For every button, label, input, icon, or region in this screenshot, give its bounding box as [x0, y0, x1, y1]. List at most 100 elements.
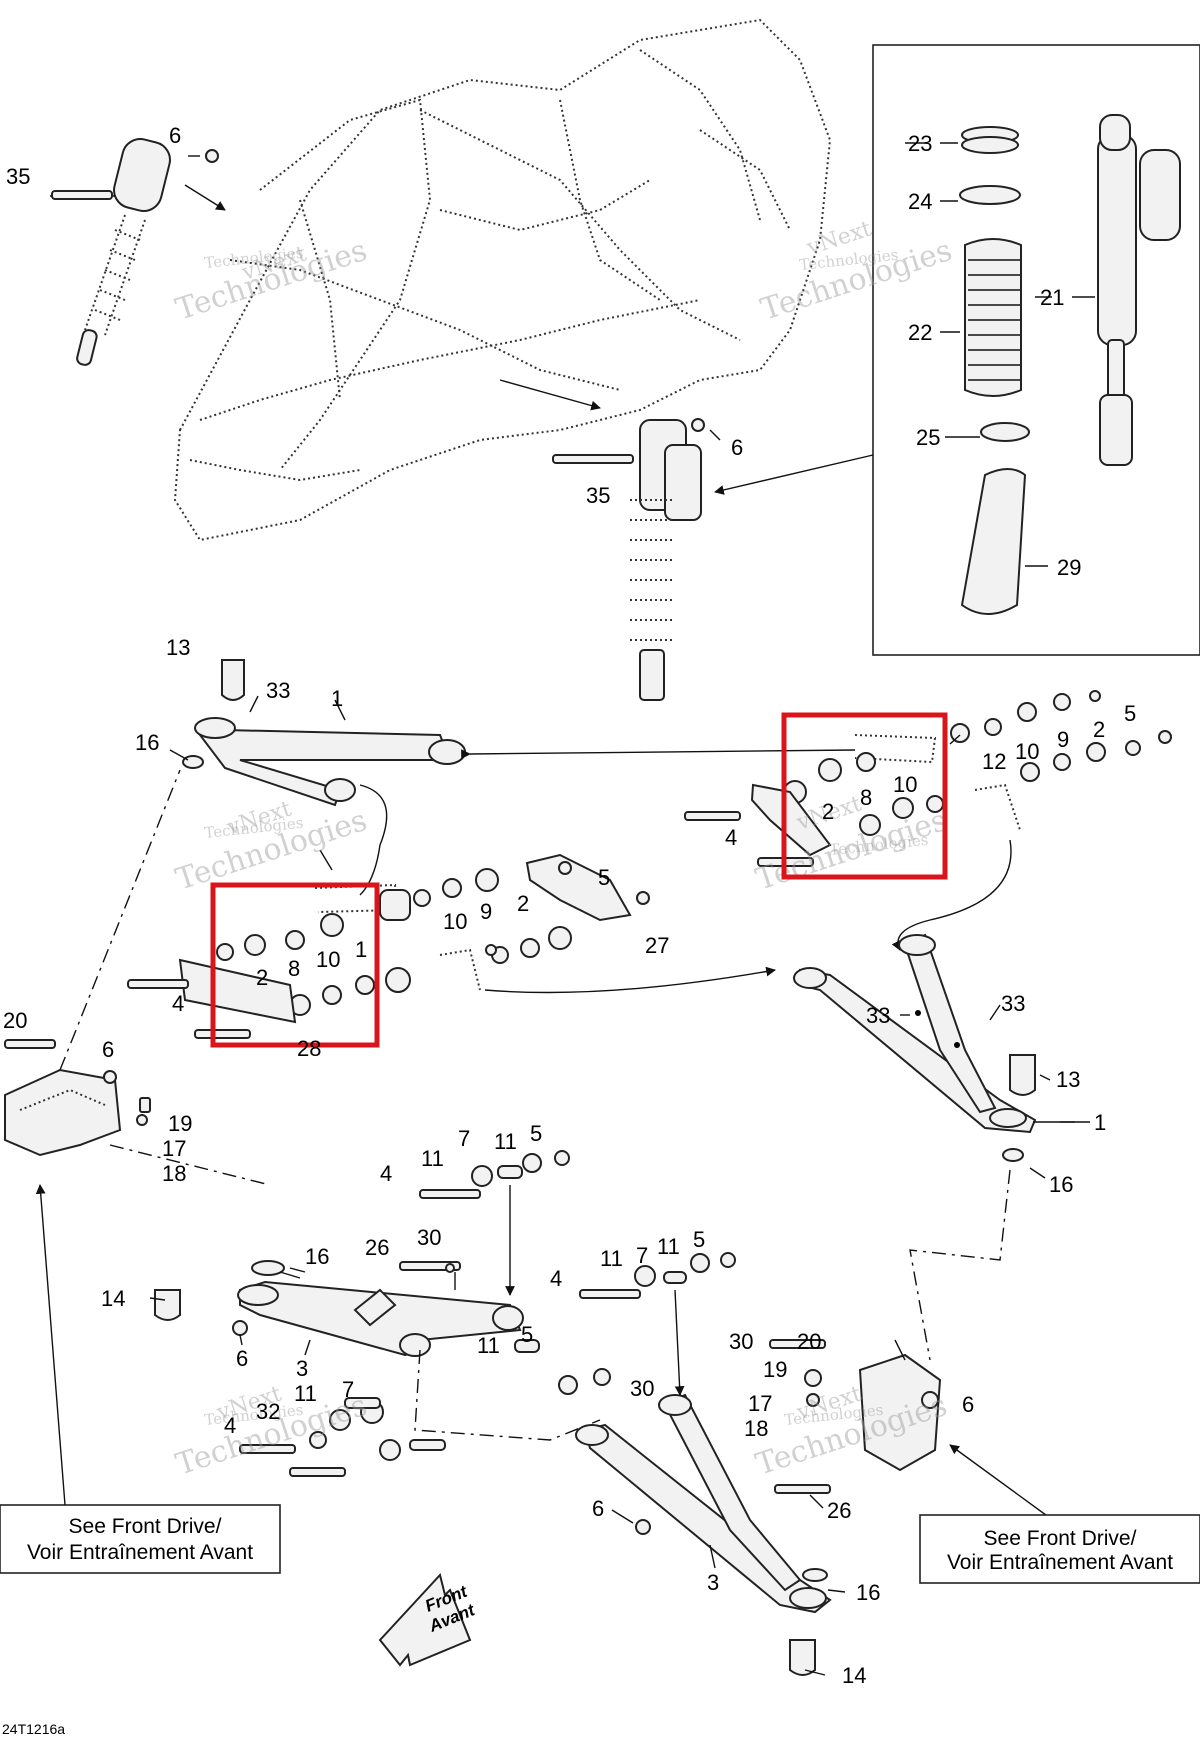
upper-right-a-arm [793, 933, 1090, 1162]
callout-label: 1 [355, 937, 367, 962]
callout-numbers: 35 6 23 24 22 21 25 29 6 35 13 33 1 16 5… [3, 123, 1136, 1688]
callout-label: 5 [530, 1121, 542, 1146]
highlight-box-upper [781, 712, 948, 880]
callout-label: 6 [169, 123, 181, 148]
callout-label: 13 [166, 635, 190, 660]
callout-label: 33 [1001, 991, 1025, 1016]
diagram-code: 24T1216a [2, 1721, 65, 1737]
callout-label: 5 [693, 1227, 705, 1252]
callout-label: 6 [962, 1392, 974, 1417]
vehicle-frame-drawing [173, 18, 832, 542]
callout-label: 10 [1015, 739, 1039, 764]
callout-label: 11 [657, 1234, 680, 1259]
callout-label: 7 [458, 1126, 470, 1151]
highlight-box-lower [210, 882, 380, 1048]
callout-label: 12 [982, 749, 1006, 774]
callout-label: 2 [517, 891, 529, 916]
callout-label: 19 [168, 1111, 192, 1136]
callout-label: 16 [856, 1580, 880, 1605]
front-direction-arrow: Front Avant [378, 1572, 479, 1667]
callout-label: 5 [521, 1322, 533, 1347]
callout-label: 18 [162, 1161, 186, 1186]
callout-label: 4 [725, 825, 737, 850]
callout-label: 6 [102, 1037, 114, 1062]
callout-label: 11 [494, 1129, 517, 1154]
callout-label: 32 [256, 1399, 280, 1424]
callout-label: 1 [1094, 1110, 1106, 1135]
note-left-line2: Voir Entraînement Avant [27, 1541, 253, 1564]
callout-label: 4 [550, 1266, 562, 1291]
callout-label: 6 [731, 435, 743, 460]
callout-label: 33 [266, 678, 290, 703]
callout-label: 11 [477, 1333, 500, 1358]
callout-label: 4 [380, 1161, 392, 1186]
callout-label: 4 [224, 1413, 236, 1438]
callout-label: 11 [421, 1146, 444, 1171]
rear-left-shock-absorber [50, 138, 226, 366]
callout-label: 5 [598, 865, 610, 890]
callout-label: 10 [316, 947, 340, 972]
lower-right-a-arm [514, 1169, 1051, 1676]
callout-label: 24 [908, 189, 932, 214]
note-left-line1: See Front Drive/ [69, 1515, 222, 1538]
callout-label: 5 [1124, 701, 1136, 726]
callout-label: 25 [916, 425, 940, 450]
left-knuckle-assembly [4, 769, 271, 1186]
callout-label: 35 [586, 483, 610, 508]
callout-label: 17 [162, 1136, 186, 1161]
front-shock-absorber [499, 379, 721, 701]
lower-left-hardware [239, 1397, 446, 1477]
callout-label: 30 [417, 1225, 441, 1250]
callout-label: 16 [1049, 1172, 1073, 1197]
callout-label: 2 [1093, 717, 1105, 742]
callout-label: 8 [288, 956, 300, 981]
callout-label: 14 [842, 1663, 866, 1688]
callout-label: 2 [822, 799, 834, 824]
note-right-line2: Voir Entraînement Avant [947, 1551, 1173, 1574]
callout-label: 16 [305, 1244, 329, 1269]
note-right: See Front Drive/ Voir Entraînement Avant [919, 1514, 1200, 1584]
callout-label: 11 [294, 1381, 317, 1406]
callout-label: 1 [331, 686, 343, 711]
callout-label: 10 [443, 909, 467, 934]
callout-label: 21 [1040, 285, 1064, 310]
callout-label: 26 [365, 1235, 389, 1260]
lower-left-bushing-stack [127, 853, 776, 1039]
callout-label: 10 [893, 772, 917, 797]
callout-label: 20 [3, 1008, 27, 1033]
watermark-text: Technologies [757, 233, 957, 328]
callout-label: 9 [480, 899, 492, 924]
callout-label: 17 [748, 1391, 772, 1416]
callout-label: 6 [592, 1496, 604, 1521]
shock-components-inset [714, 44, 1200, 656]
callout-label: 19 [763, 1357, 787, 1382]
callout-label: 9 [1057, 727, 1069, 752]
callout-label: 18 [744, 1416, 768, 1441]
callout-label: 22 [908, 320, 932, 345]
callout-label: 14 [101, 1286, 125, 1311]
callout-label: 11 [600, 1246, 623, 1271]
lower-left-a-arm [154, 1150, 601, 1441]
upper-right-bushing-stack [684, 690, 1172, 951]
callout-label: 13 [1056, 1067, 1080, 1092]
callout-label: 7 [636, 1243, 648, 1268]
callout-label: 27 [645, 933, 669, 958]
callout-label: 26 [827, 1498, 851, 1523]
callout-label: 2 [256, 965, 268, 990]
callout-label: 16 [135, 730, 159, 755]
callout-leaders [149, 142, 1075, 1676]
callout-label: 30 [630, 1376, 654, 1401]
callout-label: 29 [1057, 555, 1081, 580]
callout-label: 7 [342, 1377, 354, 1402]
callout-label: 28 [297, 1036, 321, 1061]
note-left: See Front Drive/ Voir Entraînement Avant [0, 1184, 281, 1574]
callout-label: 35 [6, 164, 30, 189]
callout-label: 3 [707, 1570, 719, 1595]
callout-label: 3 [296, 1356, 308, 1381]
callout-label: 4 [172, 991, 184, 1016]
callout-label: 23 [908, 131, 932, 156]
note-right-line1: See Front Drive/ [984, 1527, 1137, 1550]
callout-label: 30 [729, 1329, 753, 1354]
callout-label: 6 [236, 1346, 248, 1371]
